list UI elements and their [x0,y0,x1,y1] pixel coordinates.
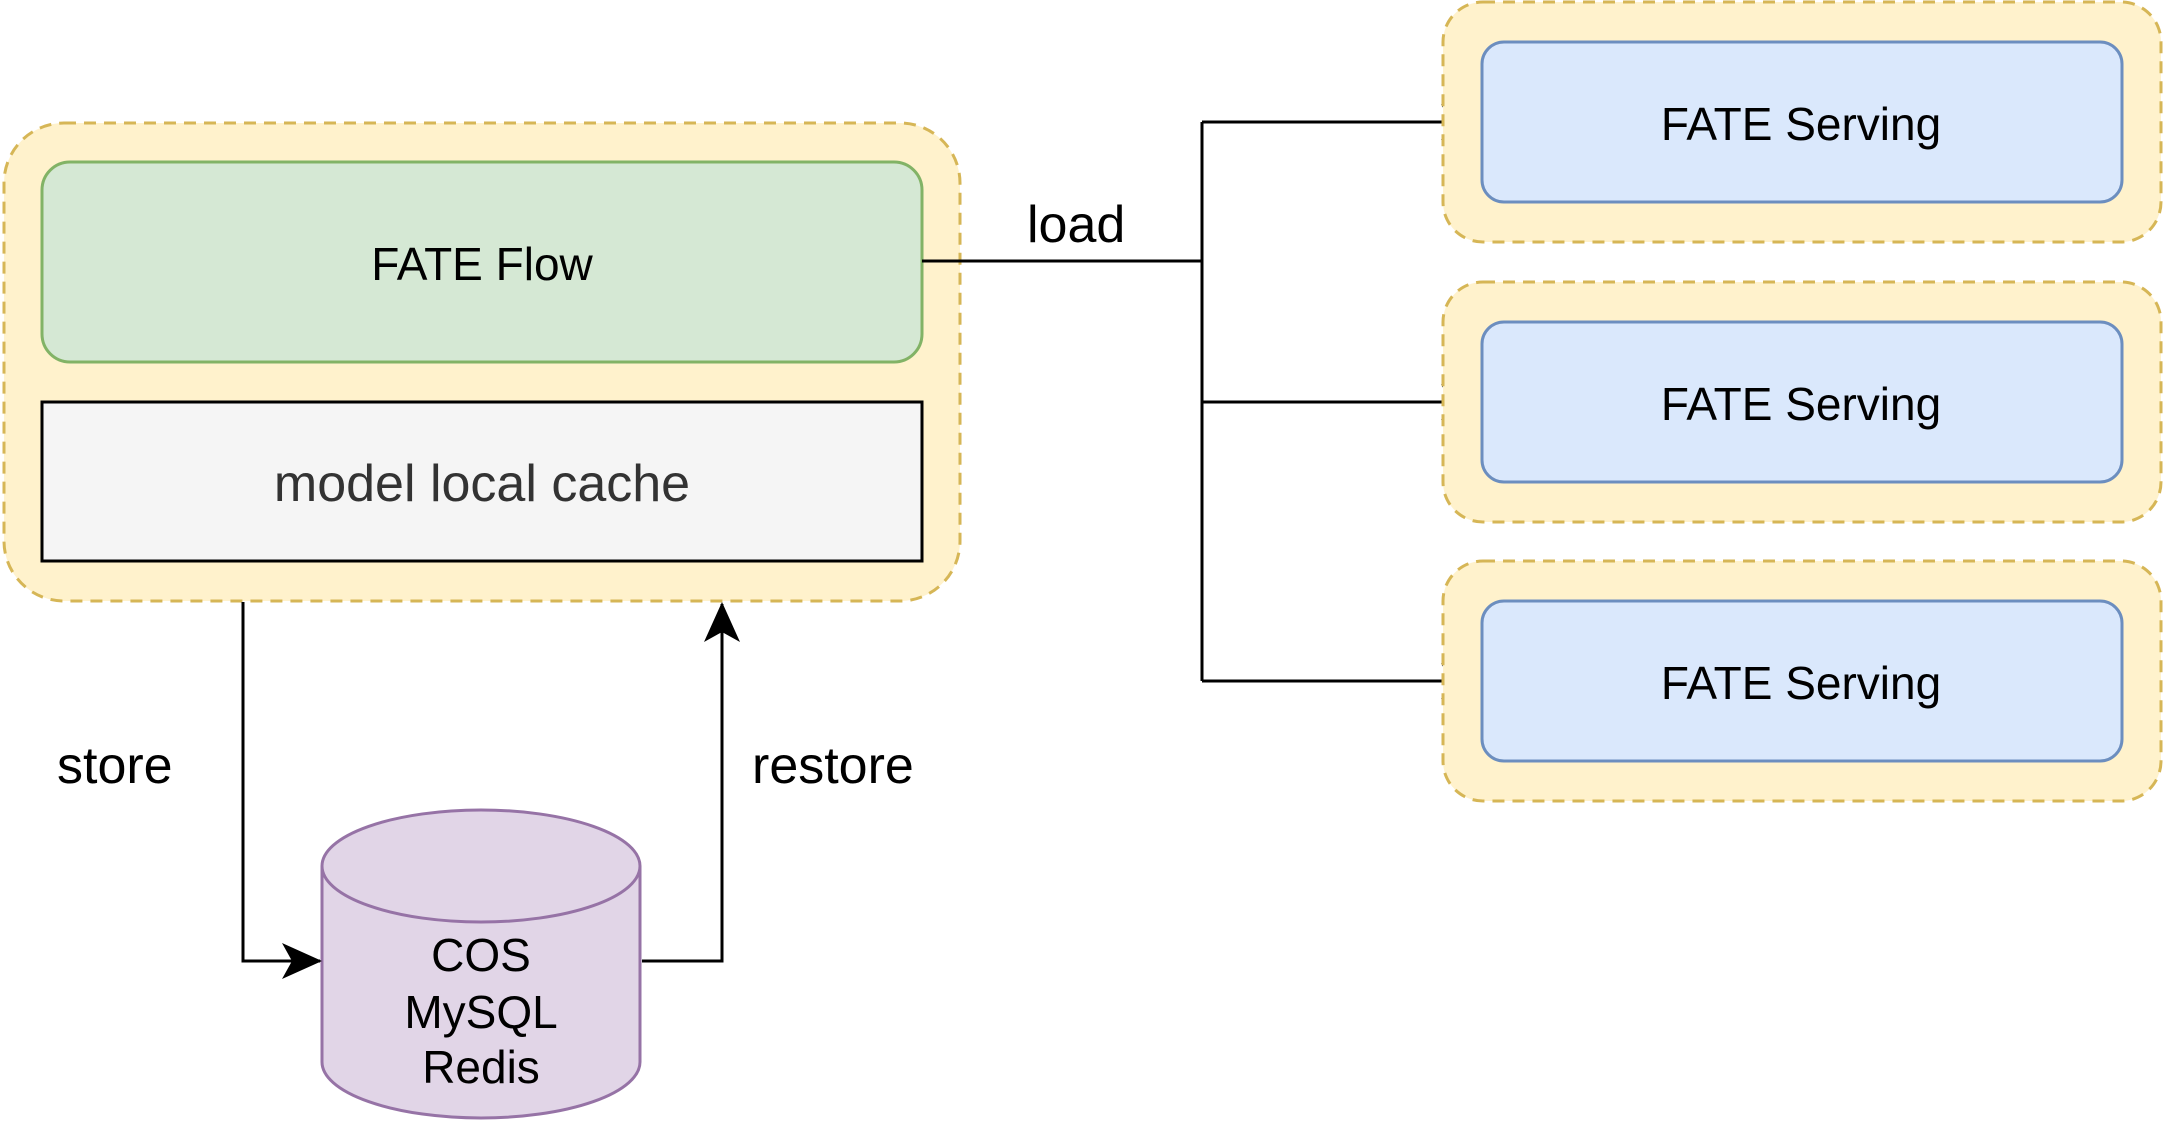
fate-serving-node-1[interactable]: FATE Serving [1480,40,2124,204]
storage-line-mysql: MySQL [404,986,557,1038]
model-local-cache-label: model local cache [274,455,690,513]
store-label: store [57,737,173,795]
load-label: load [1027,196,1125,254]
restore-label: restore [752,737,914,795]
restore-edge [642,602,740,963]
store-edge [241,602,322,979]
fate-serving-label-1: FATE Serving [1661,98,1941,150]
storage-line-cos: COS [431,929,531,981]
model-local-cache-node[interactable]: model local cache [40,400,924,563]
fate-serving-node-3[interactable]: FATE Serving [1480,599,2124,763]
fate-serving-label-3: FATE Serving [1661,657,1941,709]
fate-serving-node-2[interactable]: FATE Serving [1480,320,2124,484]
storage-database[interactable]: COS MySQL Redis [320,808,642,1120]
fate-serving-label-2: FATE Serving [1661,378,1941,430]
fate-flow-node[interactable]: FATE Flow [40,160,924,364]
storage-line-redis: Redis [422,1041,540,1093]
fate-flow-label: FATE Flow [371,238,593,290]
